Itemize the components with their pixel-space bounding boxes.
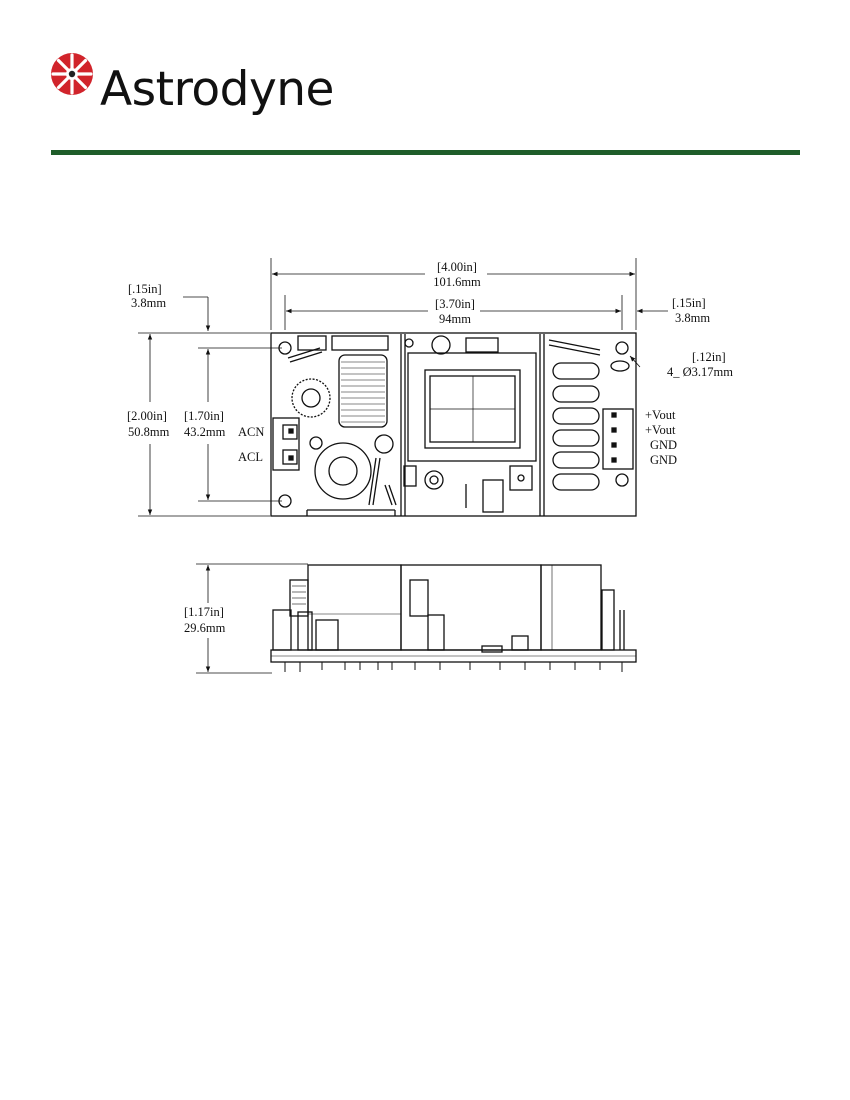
pin-label-acn: ACN xyxy=(238,425,264,439)
pin-label-vout-2: +Vout xyxy=(645,423,676,437)
pin-label-gnd-2: GND xyxy=(650,453,677,467)
dim-hole-height-in: [1.70in] xyxy=(184,409,224,423)
dim-hole-height-mm: 43.2mm xyxy=(184,425,226,439)
dim-overall-width-mm: 101.6mm xyxy=(433,275,481,289)
dim-hole-width-mm: 94mm xyxy=(439,312,471,326)
dim-left-offset-mm: 3.8mm xyxy=(131,296,166,310)
dim-side-height-mm: 29.6mm xyxy=(184,621,226,635)
top-view xyxy=(138,258,668,517)
side-view xyxy=(196,563,637,674)
dim-right-offset-mm: 3.8mm xyxy=(675,311,710,325)
header-rule xyxy=(51,150,800,155)
pin-label-gnd-1: GND xyxy=(650,438,677,452)
brand-name: Astrodyne xyxy=(100,62,334,117)
dim-overall-height-mm: 50.8mm xyxy=(128,425,170,439)
brand-logo: Astrodyne xyxy=(48,50,368,130)
dim-right-offset-in: [.15in] xyxy=(672,296,706,310)
dim-overall-width-in: [4.00in] xyxy=(437,260,477,274)
dim-overall-height-in: [2.00in] xyxy=(127,409,167,423)
dim-left-offset-in: [.15in] xyxy=(128,282,162,296)
starburst-icon xyxy=(51,53,93,95)
dim-mounting-hole-in: [.12in] xyxy=(692,350,726,364)
pin-label-vout-1: +Vout xyxy=(645,408,676,422)
dim-mounting-hole-mm: 4_ Ø3.17mm xyxy=(667,365,733,379)
pin-label-acl: ACL xyxy=(238,450,263,464)
dim-hole-width-in: [3.70in] xyxy=(435,297,475,311)
dim-side-height-in: [1.17in] xyxy=(184,605,224,619)
